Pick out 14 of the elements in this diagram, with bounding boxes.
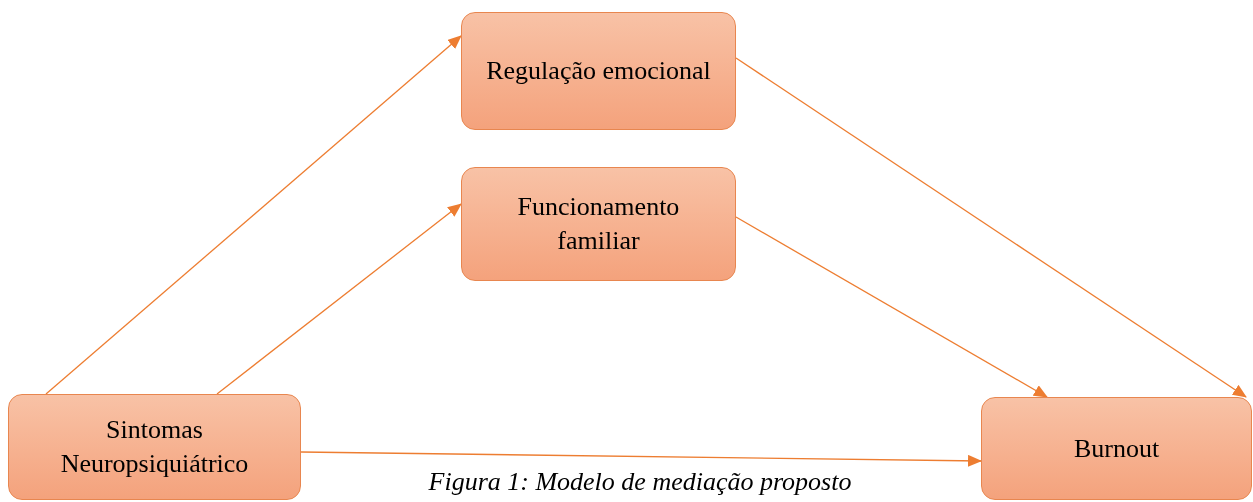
figure-caption: Figura 1: Modelo de mediação proposto <box>428 466 852 498</box>
arrow <box>735 57 1247 398</box>
process-box <box>461 12 736 130</box>
process-box <box>981 397 1252 500</box>
arrow <box>300 451 982 467</box>
process-box <box>461 167 736 281</box>
arrow <box>45 35 462 395</box>
arrow <box>735 216 1048 398</box>
process-box <box>8 394 301 500</box>
arrow <box>216 203 462 395</box>
box-label: Regulação emocional <box>486 55 711 87</box>
box-label: Funcionamento familiar <box>516 191 681 257</box>
box-label: Burnout <box>1073 432 1160 465</box>
box-label: Sintomas Neuropsiquiátrico <box>59 414 250 480</box>
